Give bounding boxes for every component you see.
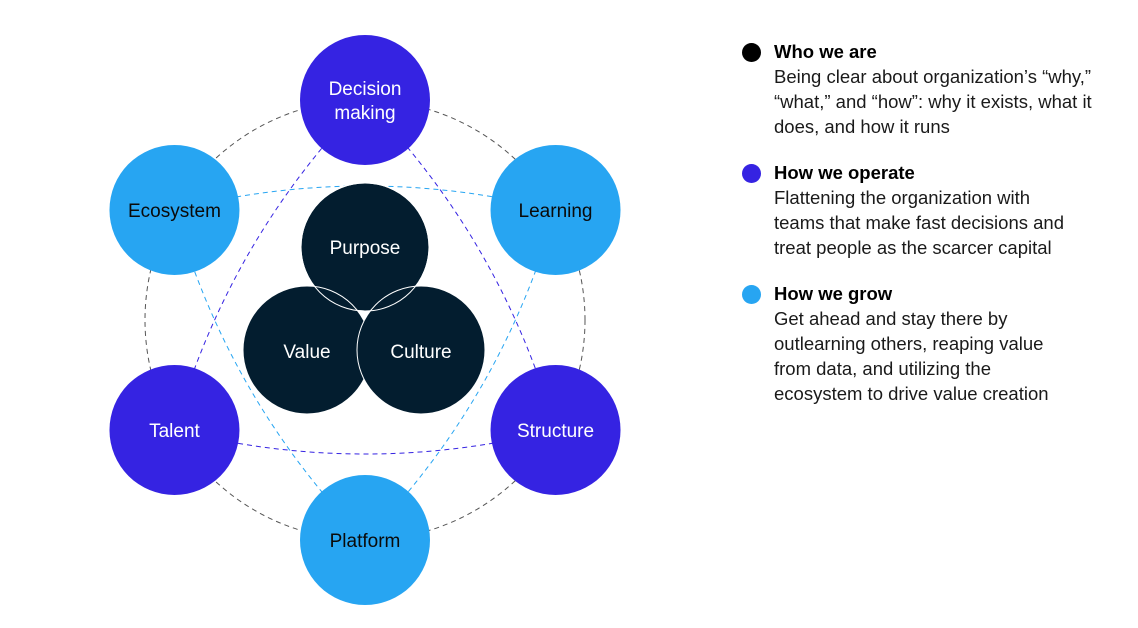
node-ecosystem: Ecosystem (109, 145, 240, 275)
light-blue-dot-icon (742, 285, 761, 304)
node-talent: Talent (109, 365, 240, 495)
purpose-outline (300, 182, 430, 312)
node-platform: Platform (300, 475, 430, 605)
core-label-purpose: Purpose (330, 238, 401, 259)
node-decision-making: Decision making (300, 35, 430, 165)
legend-title: How we grow (774, 283, 893, 304)
node-circle (300, 475, 430, 605)
node-circle (300, 35, 430, 165)
legend-item-how-we-operate: How we operate Flattening the organizati… (742, 161, 1132, 260)
node-label: Structure (517, 421, 594, 442)
legend: Who we are Being clear about organizatio… (742, 40, 1132, 428)
legend-item-how-we-grow: How we grow Get ahead and stay there by … (742, 282, 1132, 406)
purple-dot-icon (742, 164, 761, 183)
legend-title: How we operate (774, 162, 915, 183)
core-label-value: Value (283, 342, 330, 363)
legend-description: Get ahead and stay there by outlearning … (774, 308, 1049, 404)
node-label: Decision (329, 79, 402, 100)
core-label-culture: Culture (390, 342, 451, 363)
node-label: making (334, 103, 395, 124)
legend-description: Flattening the organization with teams t… (774, 187, 1064, 258)
node-circle (109, 365, 240, 495)
node-label: Talent (149, 421, 200, 442)
node-circle (109, 145, 240, 275)
legend-title: Who we are (774, 41, 877, 62)
node-label: Ecosystem (128, 201, 221, 222)
node-circle (490, 145, 621, 275)
black-dot-icon (742, 43, 761, 62)
node-learning: Learning (490, 145, 621, 275)
legend-item-who-we-are: Who we are Being clear about organizatio… (742, 40, 1132, 139)
node-label: Learning (519, 201, 593, 222)
node-label: Platform (330, 531, 401, 552)
node-structure: Structure (490, 365, 621, 495)
node-circle (490, 365, 621, 495)
legend-description: Being clear about organization’s “why,” … (774, 66, 1092, 137)
core-circle-culture (356, 285, 486, 415)
